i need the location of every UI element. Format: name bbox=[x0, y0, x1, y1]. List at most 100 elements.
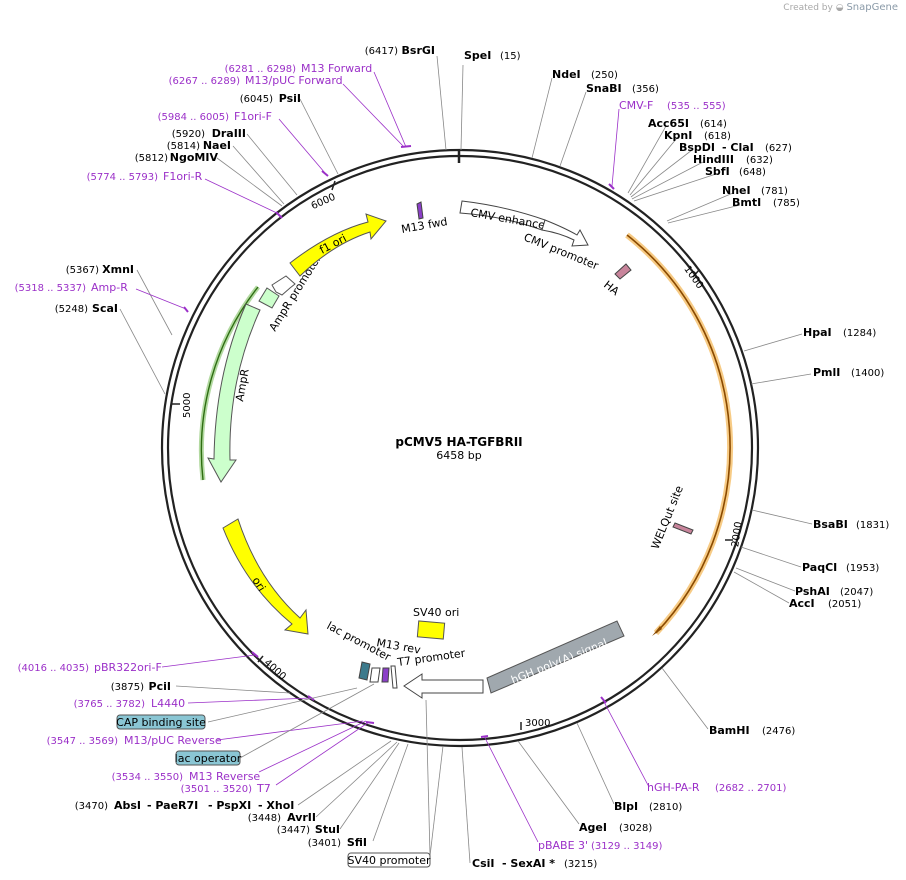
enzyme-label-csii[interactable]: CsiI bbox=[472, 857, 494, 870]
enzyme-pos-kpni: (618) bbox=[704, 131, 731, 142]
enzyme-label-ndei[interactable]: NdeI bbox=[552, 68, 581, 81]
enzyme-label-clai[interactable]: - ClaI bbox=[722, 141, 754, 154]
enzyme-label-pcii[interactable]: PciI bbox=[149, 680, 171, 693]
enzyme-label-spei[interactable]: SpeI bbox=[464, 49, 491, 62]
primer-label-f1ori-f[interactable]: F1ori-F bbox=[234, 110, 272, 123]
feature-polya-arrow[interactable] bbox=[403, 673, 484, 699]
primer-range-pbr322ori-f: (4016 .. 4035) bbox=[18, 663, 90, 674]
enzyme-label-xmni[interactable]: XmnI bbox=[102, 263, 134, 276]
primer-leaders bbox=[135, 71, 650, 843]
enzyme-label-hpai[interactable]: HpaI bbox=[803, 326, 832, 339]
feature-cmv-enhancer[interactable]: CMV enhancer bbox=[459, 200, 551, 233]
primer-range-m13-forward: (6281 .. 6298) bbox=[225, 64, 297, 75]
tick-label-4000: 4000 bbox=[262, 657, 288, 682]
enzyme-label-snabi[interactable]: SnaBI bbox=[586, 82, 622, 95]
feature-label-ampr: AmpR bbox=[233, 368, 252, 403]
feature-lac-operator-box[interactable] bbox=[369, 667, 381, 683]
enzyme-label-avrii[interactable]: AvrII bbox=[287, 811, 316, 824]
primer-label-m13-reverse[interactable]: M13 Reverse bbox=[189, 770, 260, 783]
feature-box-lac-operator[interactable]: lac operator bbox=[175, 750, 242, 766]
feature-label-cap-binding-site: CAP binding site bbox=[116, 716, 206, 729]
primer-range-m13puc-forward: (6267 .. 6289) bbox=[169, 76, 241, 87]
enzyme-label-pshai[interactable]: PshAI bbox=[795, 585, 830, 598]
enzyme-label-nhei[interactable]: NheI bbox=[722, 184, 751, 197]
primer-range-amp-r: (5318 .. 5337) bbox=[15, 283, 87, 294]
feature-label-cmv-promoter: CMV promoter bbox=[522, 231, 601, 273]
primer-range-m13-reverse: (3534 .. 3550) bbox=[112, 772, 184, 783]
enzyme-label-bspdi[interactable]: BspDI bbox=[679, 141, 715, 154]
enzyme-label-ngomiv[interactable]: NgoMIV bbox=[170, 151, 219, 164]
enzyme-pos-bamhi: (2476) bbox=[762, 726, 795, 737]
enzyme-label-paer7i[interactable]: - PaeR7I bbox=[147, 799, 198, 812]
enzyme-label-paqci[interactable]: PaqCI bbox=[802, 561, 837, 574]
enzyme-label-kpni[interactable]: KpnI bbox=[664, 129, 692, 142]
enzyme-label-bsrgi[interactable]: BsrGI bbox=[402, 44, 435, 57]
feature-box-cap-binding-site[interactable]: CAP binding site bbox=[116, 714, 206, 730]
feature-welqut-site[interactable]: WELQut site bbox=[649, 484, 694, 551]
enzyme-label-naei[interactable]: NaeI bbox=[203, 139, 231, 152]
enzyme-pos-hpai: (1284) bbox=[843, 328, 876, 339]
enzyme-label-scai[interactable]: ScaI bbox=[92, 302, 118, 315]
primer-label-hgh-pa-r[interactable]: hGH-PA-R bbox=[647, 781, 700, 794]
enzyme-pos-avrii: (3448) bbox=[248, 813, 281, 824]
feature-f1-ori[interactable]: f1 ori bbox=[289, 213, 387, 277]
enzyme-label-draiii[interactable]: DraIII bbox=[212, 127, 246, 140]
enzyme-pos-pshai: (2047) bbox=[840, 587, 873, 598]
enzyme-label-pspxi[interactable]: - PspXI bbox=[208, 799, 251, 812]
enzyme-label-acci[interactable]: AccI bbox=[789, 597, 815, 610]
primer-label-pbabe3[interactable]: pBABE 3' bbox=[538, 839, 588, 852]
enzyme-label-stui[interactable]: StuI bbox=[315, 823, 340, 836]
enzyme-pos-blpi: (2810) bbox=[649, 802, 682, 813]
enzyme-label-blpi[interactable]: BlpI bbox=[614, 800, 638, 813]
primer-label-l4440[interactable]: L4440 bbox=[151, 697, 185, 710]
backbone bbox=[160, 148, 760, 748]
feature-label-lac-operator: lac operator bbox=[175, 752, 242, 765]
enzyme-pos-draiii: (5920) bbox=[172, 129, 205, 140]
enzyme-label-bmti[interactable]: BmtI bbox=[732, 196, 761, 209]
primer-label-m13-forward[interactable]: M13 Forward bbox=[301, 62, 372, 75]
insert-arc[interactable] bbox=[626, 234, 731, 634]
primer-label-m13puc-forward[interactable]: M13/pUC Forward bbox=[245, 74, 343, 87]
feature-label-welqut: WELQut site bbox=[649, 484, 686, 551]
plasmid-length: 6458 bp bbox=[436, 449, 481, 462]
feature-ampr[interactable]: AmpR bbox=[207, 303, 261, 483]
primer-label-m13puc-reverse[interactable]: M13/pUC Reverse bbox=[124, 734, 222, 747]
enzyme-label-psii[interactable]: PsiI bbox=[279, 92, 301, 105]
feature-sv40-ori[interactable]: SV40 ori bbox=[413, 606, 459, 640]
primer-label-f1ori-r[interactable]: F1ori-R bbox=[163, 170, 203, 183]
tick-label-5000: 5000 bbox=[182, 393, 193, 418]
primer-label-cmv-f[interactable]: CMV-F bbox=[619, 99, 653, 112]
enzyme-pos-paqci: (1953) bbox=[846, 563, 879, 574]
primer-label-t7[interactable]: T7 bbox=[256, 782, 271, 795]
feature-box-sv40-promoter[interactable]: SV40 promoter bbox=[347, 852, 431, 868]
primer-label-amp-r[interactable]: Amp-R bbox=[91, 281, 128, 294]
enzyme-label-bamhi[interactable]: BamHI bbox=[709, 724, 750, 737]
enzyme-label-acc65i[interactable]: Acc65I bbox=[648, 117, 689, 130]
ampr-arc[interactable] bbox=[200, 286, 259, 481]
enzyme-pos-sexai: (3215) bbox=[564, 859, 597, 870]
enzyme-label-sbfi[interactable]: SbfI bbox=[705, 165, 730, 178]
enzyme-label-bsabi[interactable]: BsaBI bbox=[813, 518, 848, 531]
feature-ha[interactable]: HA bbox=[601, 263, 632, 298]
enzyme-label-sfii[interactable]: SfiI bbox=[347, 836, 367, 849]
primer-range-f1ori-r: (5774 .. 5793) bbox=[87, 172, 159, 183]
enzyme-pos-snabi: (356) bbox=[632, 84, 659, 95]
primer-labels: M13 Forward (6281 .. 6298) M13/pUC Forwa… bbox=[15, 62, 787, 852]
enzyme-label-sexai[interactable]: - SexAI * bbox=[502, 857, 555, 870]
plasmid-name: pCMV5 HA-TGFBRII bbox=[395, 435, 522, 449]
feature-hgh-polya[interactable]: hGH poly(A) signal bbox=[486, 620, 625, 694]
primer-label-pbr322ori-f[interactable]: pBR322ori-F bbox=[94, 661, 162, 674]
enzyme-label-hindiii[interactable]: HindIII bbox=[693, 153, 734, 166]
enzyme-label-xhoi[interactable]: - XhoI bbox=[258, 799, 294, 812]
feature-m13-fwd[interactable]: M13 fwd bbox=[400, 201, 448, 236]
enzyme-pos-bsrgi: (6417) bbox=[365, 46, 398, 57]
enzyme-pos-clai: (627) bbox=[765, 143, 792, 154]
enzyme-pos-ngomiv: (5812) bbox=[135, 153, 168, 164]
enzyme-pos-pmli: (1400) bbox=[851, 368, 884, 379]
enzyme-label-absi[interactable]: AbsI bbox=[114, 799, 141, 812]
feature-ori[interactable]: ori bbox=[222, 518, 309, 635]
enzyme-label-agei[interactable]: AgeI bbox=[579, 821, 607, 834]
snapgene-branding: Created by ◒ SnapGene bbox=[783, 2, 898, 13]
enzyme-label-pmli[interactable]: PmlI bbox=[813, 366, 840, 379]
tick-label-3000: 3000 bbox=[525, 718, 550, 729]
